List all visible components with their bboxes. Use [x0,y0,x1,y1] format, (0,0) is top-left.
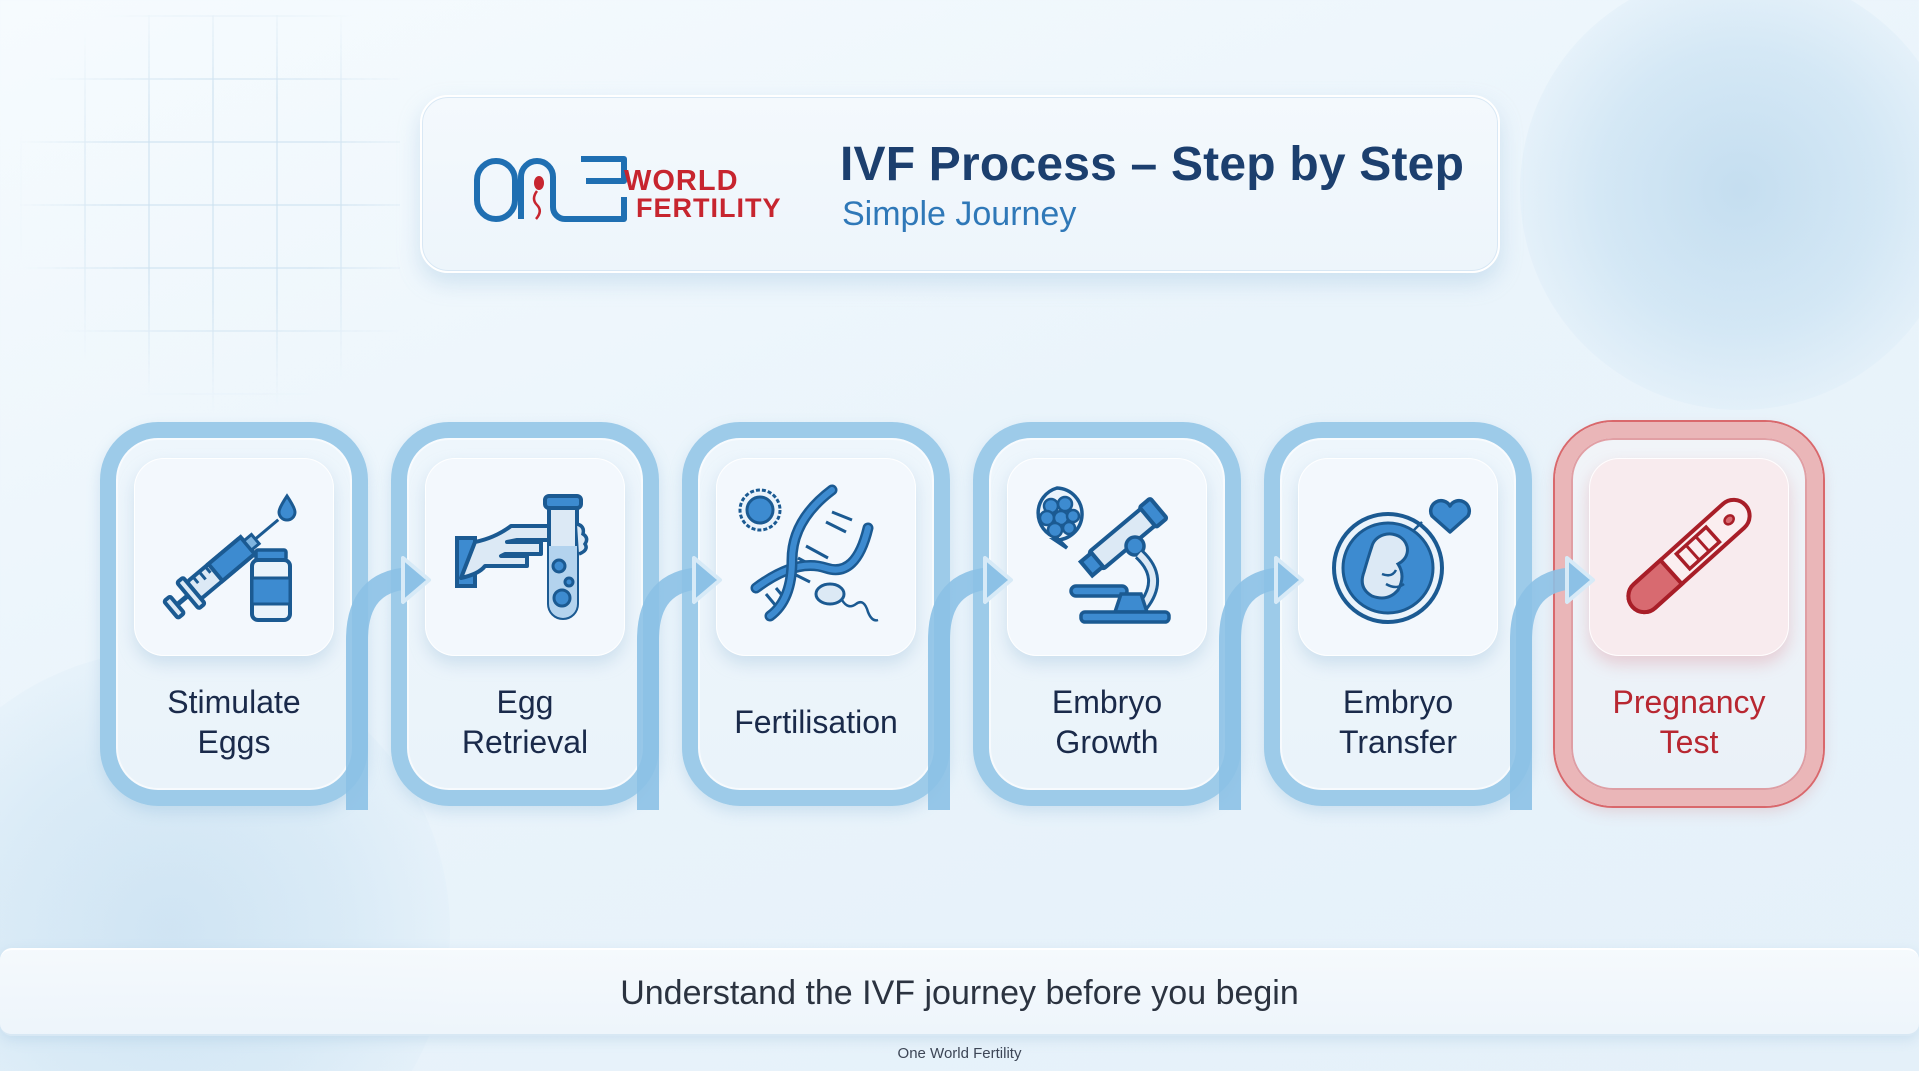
step-label: Stimulate Eggs [167,684,301,760]
footer-tagline: Understand the IVF journey before you be… [620,974,1299,1012]
step-embryo-transfer: Embryo Transfer [1264,422,1532,806]
step-label: Pregnancy Test [1612,684,1766,760]
microscope-embryo-icon [1036,486,1171,624]
logo-word-world: WORLD [624,165,739,197]
footer-banner: Understand the IVF journey before you be… [0,948,1919,1036]
footer-credit: One World Fertility [897,1045,1022,1062]
step-stimulate-eggs: Stimulate Eggs [100,422,368,806]
step-label: Embryo Transfer [1339,684,1457,760]
step-icon-box [425,458,625,656]
dna-egg-sperm-icon [738,484,879,622]
page-title: IVF Process – Step by Step [840,138,1465,191]
syringe-vial-icon [162,493,297,622]
step-label: Embryo Growth [1051,684,1163,760]
step-icon-box [716,458,916,656]
pregnancy-test-icon [1626,497,1752,615]
logo-word-fertility: FERTILITY [636,193,782,223]
step-label: Fertilisation [734,704,898,740]
step-icon-box [1007,458,1207,656]
step-embryo-growth: Embryo Growth [973,422,1241,806]
page-subtitle: Simple Journey [842,195,1077,233]
step-icon-box [1589,458,1789,656]
background-grid [20,15,400,415]
header-card: WORLD FERTILITY IVF Process – Step by St… [420,95,1500,273]
step-icon-box [134,458,334,656]
background-cell-top-right [1520,0,1919,410]
step-label: Egg Retrieval [461,684,589,760]
step-egg-retrieval: Egg Retrieval [391,422,659,806]
one-world-fertility-logo: WORLD FERTILITY [474,147,804,227]
logo-mark-icon [474,156,627,222]
embryo-heart-icon [1332,499,1472,624]
step-fertilisation: Fertilisation [682,422,950,806]
step-pregnancy-test: Pregnancy Test [1555,422,1823,806]
hand-test-tube-icon [455,494,589,620]
step-icon-box [1298,458,1498,656]
